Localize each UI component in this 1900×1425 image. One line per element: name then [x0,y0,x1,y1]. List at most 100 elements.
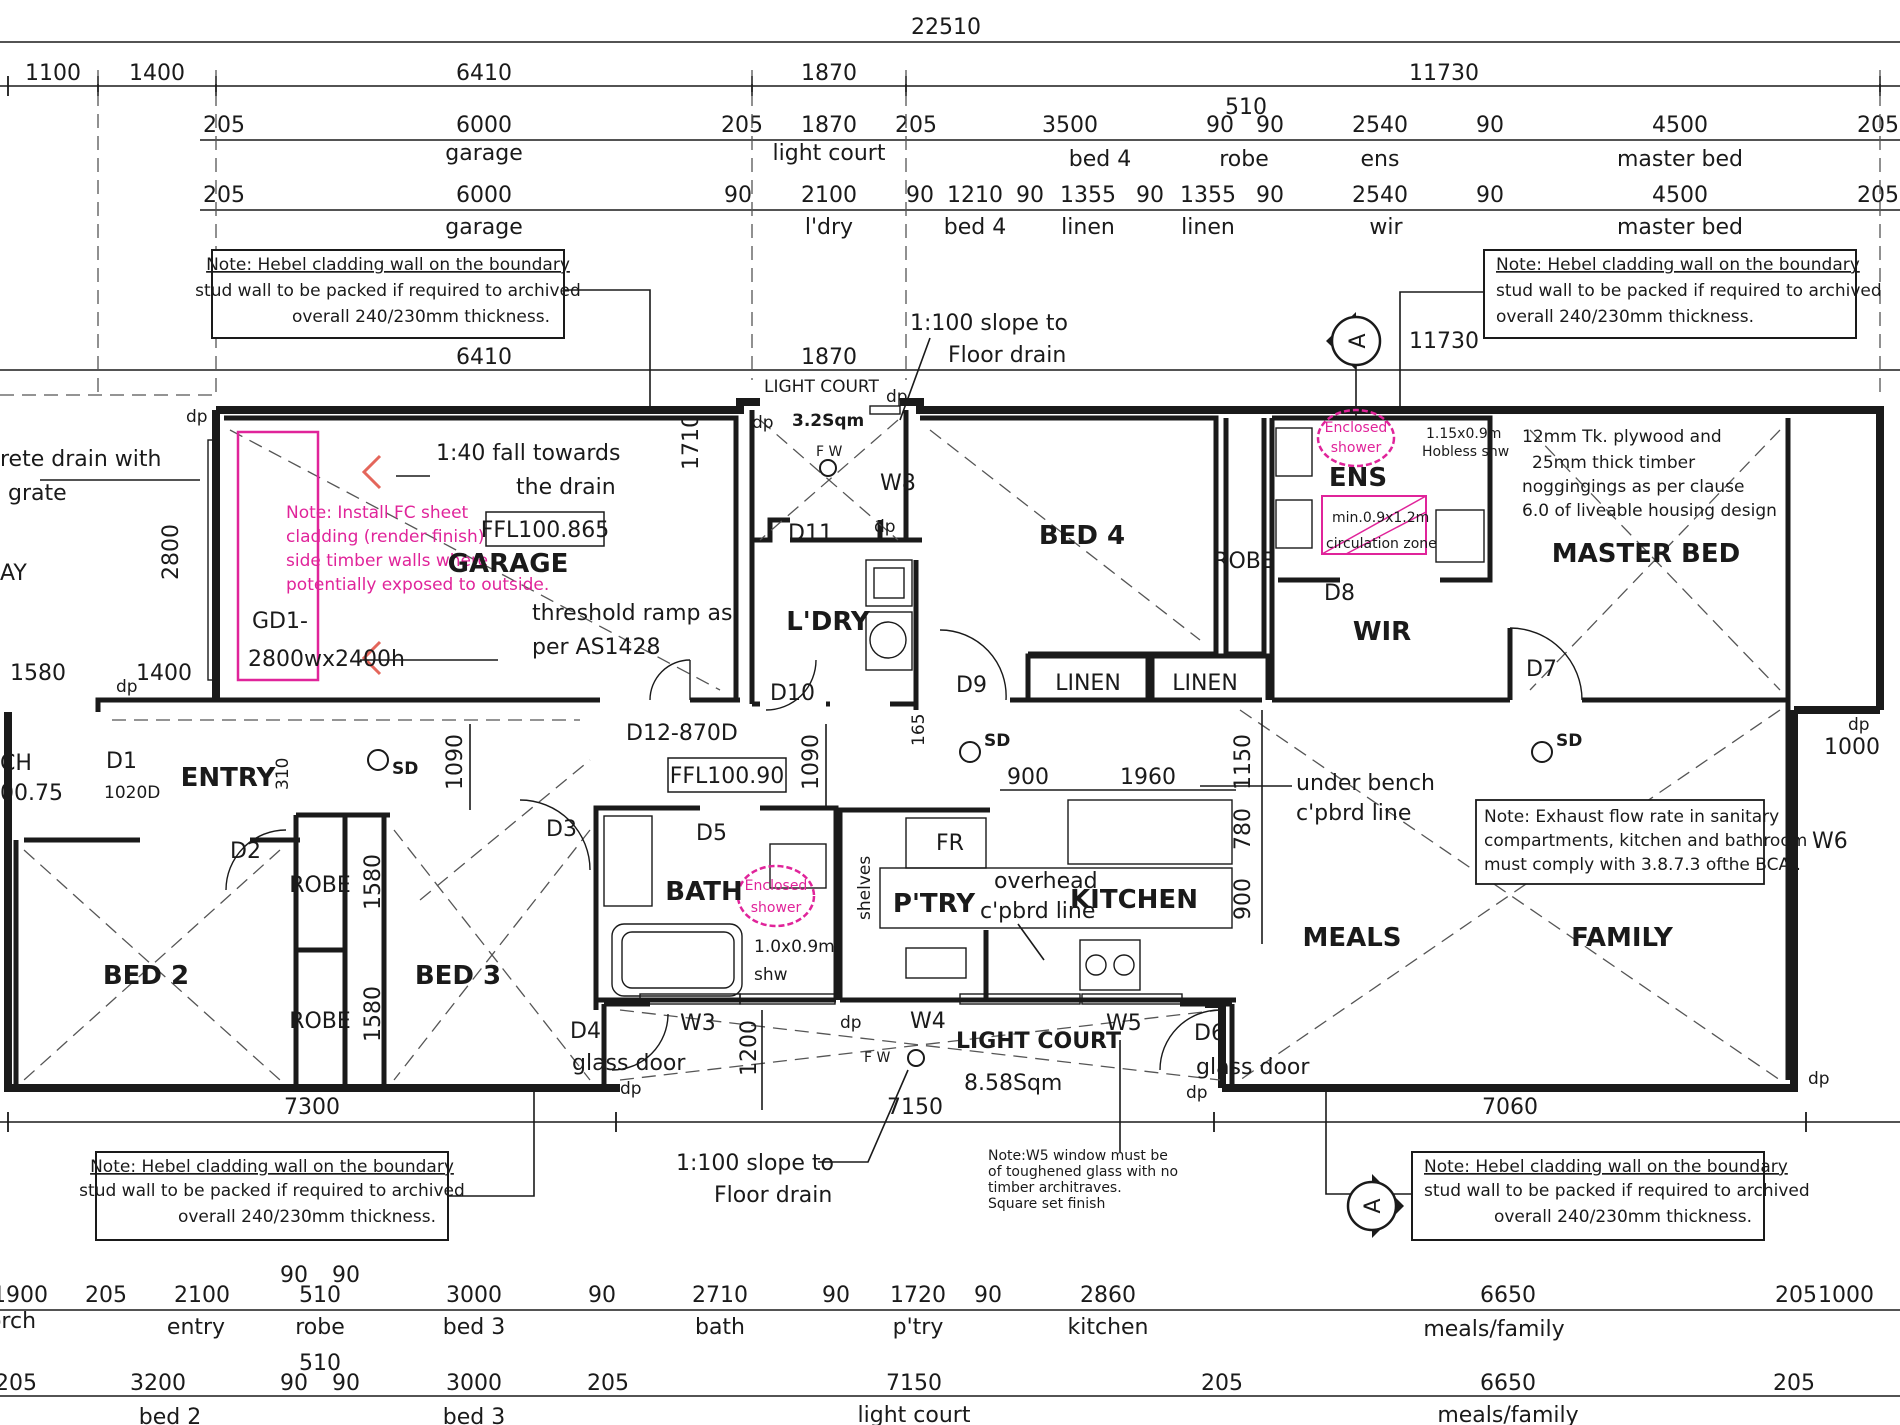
door-d10: D10 [770,681,815,706]
dim-1710: 1710 [679,414,704,470]
dim-row3-8: 90 [1136,183,1164,208]
sd-kitchen: SD [984,731,1010,751]
fw-bottom: F W [864,1050,891,1066]
circulation-1: min.0.9x1.2m [1332,510,1429,526]
dim-2800: 2800 [159,524,184,580]
bath-enclosed-1: Enclosed [745,878,808,894]
room-linen-2: LINEN [1172,671,1238,696]
label-b2-ptry: p'try [893,1315,944,1340]
dim-b3-6: 205 [587,1371,629,1396]
circulation-2: circulation zone [1326,536,1437,552]
label-b2-robe: robe [295,1315,345,1340]
dim-row2-10: 90 [1476,113,1504,138]
label-b3-meals: meals/family [1437,1403,1578,1425]
dim-1400: 1400 [136,661,192,686]
light-court-top-label: LIGHT COURT [764,377,879,397]
dim-b3-4: 90 [332,1371,360,1396]
bath-shower-1: 1.0x0.9m [754,937,835,957]
dim-row3-11: 2540 [1352,183,1408,208]
door-d8: D8 [1324,581,1355,606]
under-bench-2: c'pbrd line [1296,801,1411,826]
note-hebel-bottom-right: Note: Hebel cladding wall on the boundar… [1325,1090,1810,1241]
room-diagonals [23,429,1781,1081]
dim-b2-9: 90 [822,1283,850,1308]
dim-310: 310 [273,758,293,790]
dp-1: dp [186,407,208,427]
plywood-2: 25mm thick timber [1532,453,1695,473]
room-robe-bed3: ROBE [289,873,351,898]
dim-row3-9: 1355 [1180,183,1236,208]
label-b3-bed2: bed 2 [139,1405,201,1425]
dim-row2-5: 3500 [1042,113,1098,138]
light-court-bottom-label: LIGHT COURT [956,1029,1121,1054]
room-bed4: BED 4 [1039,521,1125,551]
label-row2-light-court: light court [773,141,886,166]
dp-9: dp [1808,1069,1830,1089]
dim-900: 900 [1007,765,1049,790]
w5-1: Note:W5 window must be [988,1148,1168,1164]
dim-row2-3: 1870 [801,113,857,138]
section-marker-bottom: A [1346,1174,1404,1238]
gd1-line1: GD1- [252,609,308,634]
dim-row2-1: 6000 [456,113,512,138]
room-fridge: FR [936,831,964,856]
dim-bottom1-1: 7150 [887,1095,943,1120]
ffl-main: FFL100.90 [670,764,785,789]
dim-row3-7: 1355 [1060,183,1116,208]
note-hebel-top-right: Note: Hebel cladding wall on the boundar… [1399,249,1882,410]
ffl-garage: FFL100.865 [481,518,610,543]
room-family: FAMILY [1571,923,1674,953]
room-robe: ROBE [1213,549,1275,574]
dim-1580-b: 1580 [361,854,386,910]
drain-line1: rete drain with [0,447,161,472]
note-exhaust: Note: Exhaust flow rate in sanitary comp… [1475,799,1807,885]
dim-row2-7: 510 [1225,95,1267,120]
plywood-4: 6.0 of liveable housing design [1522,501,1777,521]
room-kitchen: KITCHEN [1070,885,1198,915]
dim-bottom1-0: 7300 [284,1095,340,1120]
dp-8: dp [1186,1083,1208,1103]
dim-b3-1: 3200 [130,1371,186,1396]
window-w6: W6 [1812,829,1848,854]
note-line2: stud wall to be packed if required to ar… [1424,1181,1810,1201]
slope-bottom-line1: 1:100 slope to [676,1151,834,1176]
dim-b2-10: 1720 [890,1283,946,1308]
room-bed3: BED 3 [415,961,501,991]
note-line3: overall 240/230mm thickness. [178,1207,436,1227]
window-w8: W8 [880,471,916,496]
dim-b2-8: 2710 [692,1283,748,1308]
bottom-dimension-strings: 1900 205 2100 90 510 90 3000 90 2710 90 … [0,1263,1900,1425]
note-hebel-bottom-left: Note: Hebel cladding wall on the boundar… [79,1090,535,1241]
dim-1200: 1200 [737,1020,762,1076]
label-b3-light-court: light court [858,1403,971,1425]
dim-row3-0: 205 [203,183,245,208]
dim-b2-0: 1900 [0,1283,48,1308]
room-wir: WIR [1353,617,1411,647]
door-d2: D2 [230,839,261,864]
dim-row4-1: 1870 [801,345,857,370]
room-laundry: L'DRY [786,607,871,637]
dim-900-b: 900 [1231,878,1256,920]
dim-b2-7: 90 [588,1283,616,1308]
top-dimensions: 22510 1100 1400 6410 1870 11730 205 6000… [0,15,1900,371]
dim-1580: 1580 [10,661,66,686]
note-w5: Note:W5 window must be of toughened glas… [988,1040,1178,1212]
dim-row1-4: 11730 [1409,61,1479,86]
glass-door-right: glass door [1196,1055,1310,1080]
dim-row4-0: 6410 [456,345,512,370]
dim-b3-7: 7150 [886,1371,942,1396]
label-row3-wir: wir [1369,215,1403,240]
label-row2-robe: robe [1219,147,1269,172]
dim-165: 165 [909,714,929,746]
light-court-bottom-area: 8.58Sqm [964,1071,1062,1096]
label-row2-garage: garage [445,141,522,166]
fixtures [603,427,1485,997]
dim-row4-2: 11730 [1409,329,1479,354]
drain-line2: grate [8,481,67,506]
w5-2: of toughened glass with no [988,1164,1178,1180]
label-row3-bed4: bed 4 [944,215,1006,240]
ens-enclosed-2: shower [1331,440,1382,456]
slope-note-bottom: 1:100 slope to Floor drain [676,1069,909,1208]
dim-1960: 1960 [1120,765,1176,790]
